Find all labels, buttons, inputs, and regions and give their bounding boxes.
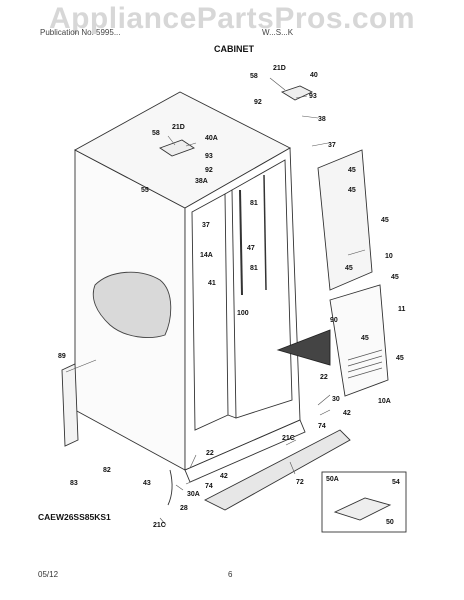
- part-label: 58: [250, 73, 258, 80]
- part-label: 10A: [378, 398, 391, 405]
- part-label: 28: [180, 505, 188, 512]
- part-label: 10: [385, 253, 393, 260]
- cabinet-bottom-sill: [184, 419, 306, 483]
- rear-panel-10: [317, 149, 373, 291]
- part-label: 21C: [282, 435, 295, 442]
- part-label: 83: [70, 480, 78, 487]
- part-label: 89: [58, 353, 66, 360]
- toe-grille-72: [204, 429, 351, 511]
- part-label: 40: [310, 72, 318, 79]
- part-label: 22: [206, 450, 214, 457]
- watermark: AppliancePartsPros.com: [48, 2, 416, 35]
- page-title: CABINET: [214, 44, 254, 54]
- part-label: 42: [220, 473, 228, 480]
- part-label: 11: [398, 306, 406, 313]
- part-label: 45: [348, 167, 356, 174]
- part-label: 45: [348, 187, 356, 194]
- part-label: 90: [330, 317, 338, 324]
- insulation-foam: [92, 271, 172, 338]
- part-label: 22: [320, 374, 328, 381]
- part-label: 74: [205, 483, 213, 490]
- fresh-food-liner: [231, 159, 293, 419]
- part-label: 42: [343, 410, 351, 417]
- part-labels: 58 21D 40 92 93 38 37 58 21D 40A 93 92 3…: [58, 65, 406, 529]
- part-label: 14A: [200, 252, 213, 259]
- footer-page-number: 6: [228, 570, 233, 579]
- part-label: 45: [391, 274, 399, 281]
- footer-date: 05/12: [38, 570, 59, 579]
- part-label: 45: [396, 355, 404, 362]
- part-label: 74: [318, 423, 326, 430]
- part-label: 54: [392, 479, 400, 486]
- part-label: 38: [318, 116, 326, 123]
- part-label: 30: [332, 396, 340, 403]
- part-label: 100: [237, 310, 249, 317]
- part-label: 37: [328, 142, 336, 149]
- part-label: 47: [247, 245, 255, 252]
- part-label: 45: [361, 335, 369, 342]
- part-label: 21D: [273, 65, 286, 72]
- model-number: CAEW26SS85KS1: [38, 512, 111, 522]
- header-publication: Publication No. 5995...: [40, 28, 121, 37]
- part-label: 37: [202, 222, 210, 229]
- machine-panel-10a: [329, 284, 389, 397]
- part-label: 21C: [153, 522, 166, 529]
- part-label: 43: [143, 480, 151, 487]
- part-label: 81: [250, 265, 258, 272]
- part-label: 41: [208, 280, 216, 287]
- part-label: 93: [309, 93, 317, 100]
- part-label: 92: [254, 99, 262, 106]
- part-label: 72: [296, 479, 304, 486]
- part-label: 93: [205, 153, 213, 160]
- part-label: 21D: [172, 124, 185, 131]
- part-label: 30A: [187, 491, 200, 498]
- part-label: 92: [205, 167, 213, 174]
- part-label: 45: [345, 265, 353, 272]
- part-label: 38A: [195, 178, 208, 185]
- part-label: 58: [152, 130, 160, 137]
- part-label: 50A: [326, 476, 339, 483]
- part-label: 50: [386, 519, 394, 526]
- header-model-code: W...S...K: [262, 28, 294, 37]
- part-label: 45: [381, 217, 389, 224]
- part-label: 82: [103, 467, 111, 474]
- part-label: 55: [141, 187, 149, 194]
- part-label: 40A: [205, 135, 218, 142]
- part-label: 81: [250, 200, 258, 207]
